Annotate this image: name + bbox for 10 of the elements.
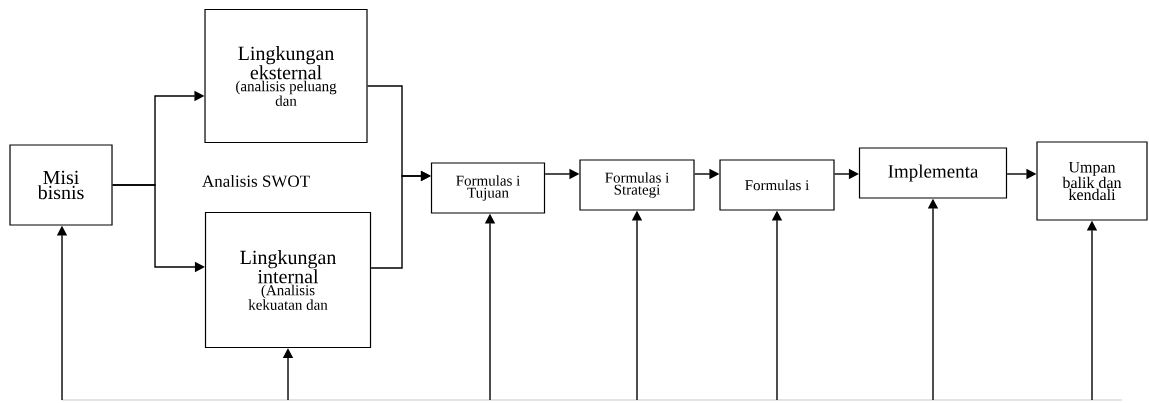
process-box: Umpan balik dan kendali	[1036, 141, 1148, 221]
section-label: Analisis SWOT	[202, 174, 310, 187]
process-box: Lingkungan eksternal (analisis peluang dan	[204, 8, 368, 144]
process-box: Formulas i	[719, 159, 835, 211]
process-box: Formulas i Tujuan	[430, 162, 546, 214]
arrow	[370, 170, 431, 269]
process-box: Implementa	[858, 147, 1008, 199]
process-box: Misi bisnis	[9, 144, 113, 226]
process-box: Lingkungan internal (Analisis kekuatan dan	[204, 211, 372, 349]
process-box: Formulas i Strategi	[579, 159, 695, 211]
